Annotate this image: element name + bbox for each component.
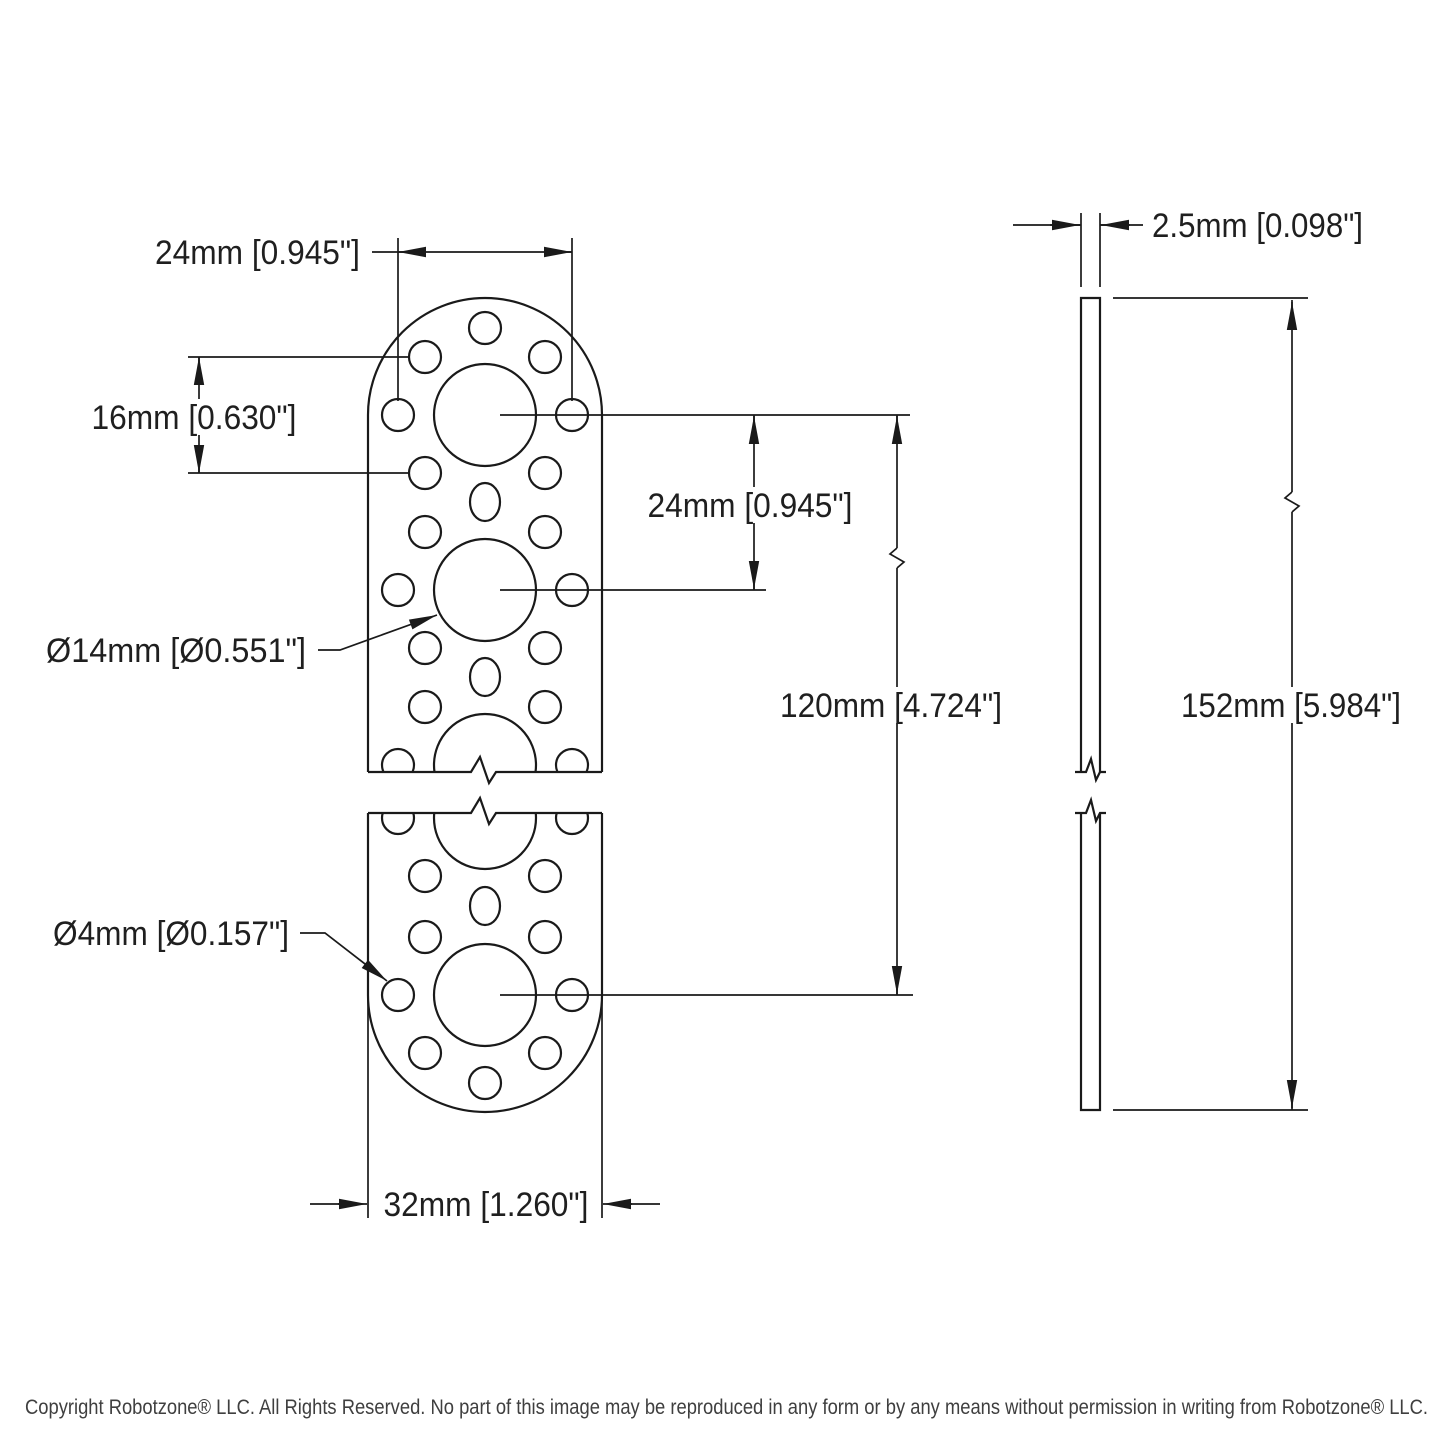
small-hole [407,1035,443,1071]
slot-hole [468,481,502,523]
dim-label-top-hole-span: 24mm [0.945"] [155,234,360,272]
side-break-lower [1075,796,1106,825]
small-hole [527,455,563,491]
small-hole [407,630,443,666]
label-small-hole-diameter: Ø4mm [Ø0.157"] [53,915,289,953]
small-hole [407,689,443,725]
small-hole [407,455,443,491]
side-break-upper [1075,755,1106,784]
large-hole [432,813,538,871]
break-line-lower [368,795,602,827]
small-hole [380,397,416,433]
label-large-hole-diameter: Ø14mm [Ø0.551"] [46,632,306,670]
small-hole [527,630,563,666]
leader-small-hole-diameter [300,932,388,982]
small-hole [527,1035,563,1071]
dim-label-width: 32mm [1.260"] [384,1186,589,1224]
dim-label-thickness: 2.5mm [0.098"] [1152,207,1363,245]
beam-outline-lower [366,813,604,1114]
break-line-upper [368,754,602,786]
dim-hub-spacing-24mm [645,415,855,590]
slot-hole [468,885,502,927]
slot-hole [468,656,502,698]
small-hole [467,1065,503,1101]
side-outline-upper [1079,296,1102,772]
dim-width-32mm [310,1000,660,1218]
beam-outline-upper [366,296,604,772]
dim-label-hub-span: 120mm [4.724"] [780,687,1002,725]
small-hole [380,977,416,1013]
small-hole [407,514,443,550]
small-hole [527,858,563,894]
dim-row-spacing-16mm [88,356,409,474]
small-hole [527,514,563,550]
front-view [366,296,604,1114]
small-hole [407,919,443,955]
dim-length-152mm [1113,297,1403,1111]
side-outline-lower [1079,813,1102,1112]
large-hole [432,712,538,772]
small-hole [380,747,416,772]
small-hole [407,858,443,894]
small-hole [380,813,416,836]
copyright-text: Copyright Robotzone® LLC. All Rights Res… [25,1396,1428,1419]
leader-large-hole-diameter [318,614,438,651]
small-hole [527,919,563,955]
small-hole [380,572,416,608]
small-hole [467,310,503,346]
side-view [1075,296,1106,1112]
hole-pattern-upper [380,310,590,772]
dim-label-hub-spacing: 24mm [0.945"] [648,487,853,525]
small-hole [527,339,563,375]
dim-thickness-2-5mm [1013,213,1143,287]
small-hole [554,747,590,772]
dim-label-row-spacing: 16mm [0.630"] [92,399,297,437]
dim-label-overall-length: 152mm [5.984"] [1181,687,1401,725]
small-hole [554,813,590,836]
dim-hub-span-120mm [776,415,1006,995]
hole-pattern-lower [380,813,590,1101]
small-hole [527,689,563,725]
small-hole [407,339,443,375]
hub-centerlines [500,414,913,996]
dim-top-hole-span-24mm [372,238,573,401]
